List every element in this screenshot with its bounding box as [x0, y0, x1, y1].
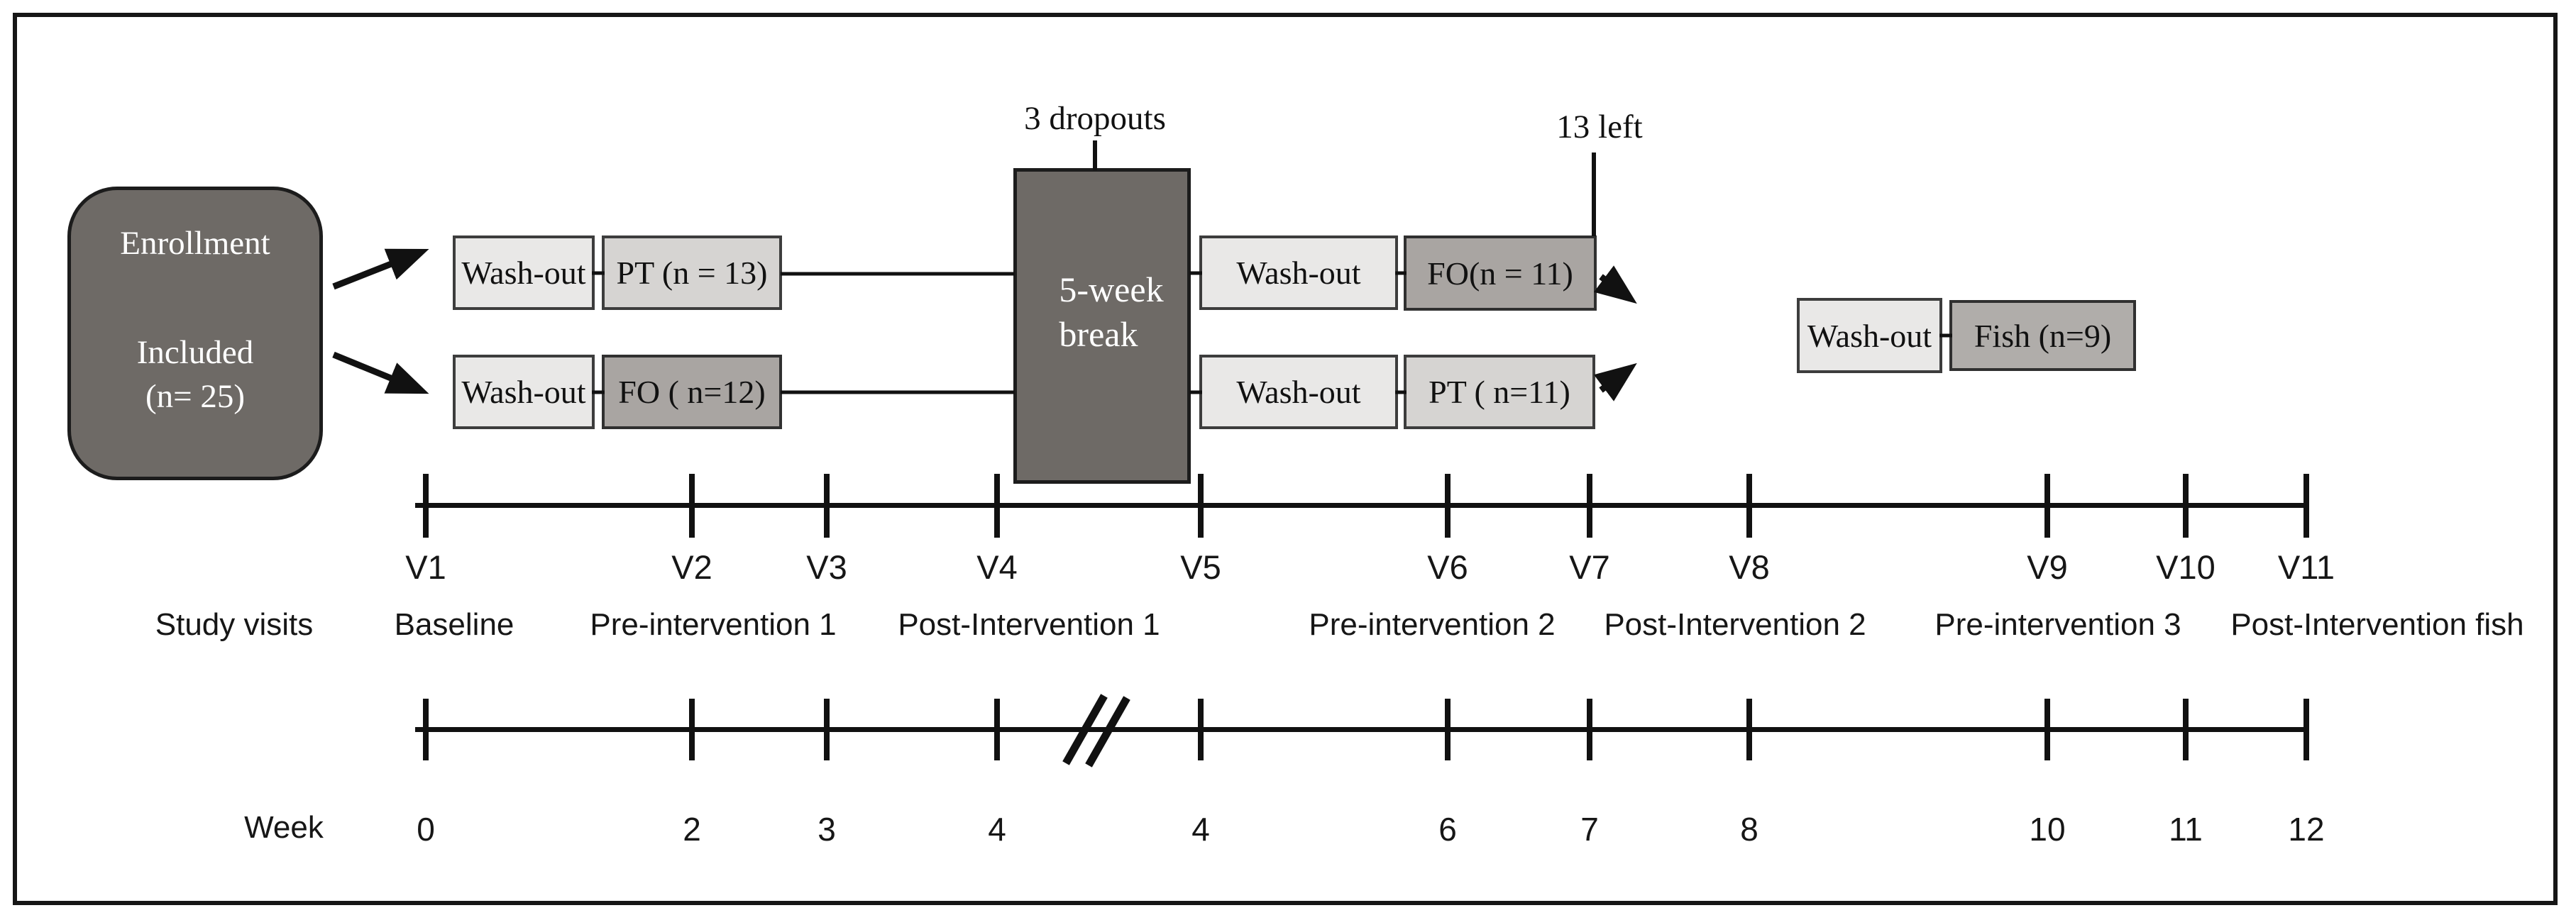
visit-phase-label: Pre-intervention 1 — [590, 607, 837, 642]
visit-phase-label: Baseline — [394, 607, 514, 642]
week-tick-label: 11 — [2169, 811, 2203, 848]
week-tick-label: 4 — [1191, 811, 1210, 848]
visit-tick — [1587, 474, 1592, 538]
week-tick-label: 6 — [1438, 811, 1457, 848]
week-axis-line — [415, 727, 2308, 732]
visit-tick — [994, 474, 1000, 538]
visit-phase-label: Post-Intervention fish — [2230, 607, 2524, 642]
pt11-box: PT ( n=11) — [1404, 355, 1595, 429]
week-tick — [1746, 699, 1752, 760]
washout-box-arm2-period2: Wash-out — [1199, 355, 1398, 429]
visit-tick-label: V11 — [2277, 548, 2335, 586]
pt13-box: PT (n = 13) — [602, 235, 782, 310]
visit-tick-label: V3 — [806, 548, 847, 586]
week-tick — [423, 699, 429, 760]
week-tick — [2044, 699, 2050, 760]
enrollment-included: Included — [136, 334, 254, 371]
enrollment-box: Enrollment Included (n= 25) — [67, 187, 323, 480]
week-tick — [2303, 699, 2309, 760]
week-tick-label: 0 — [417, 811, 435, 848]
visit-tick — [2183, 474, 2189, 538]
fo12-box: FO ( n=12) — [602, 355, 782, 429]
week-tick — [824, 699, 830, 760]
visit-phase-label: Post-Intervention 2 — [1604, 607, 1866, 642]
week-tick-label: 7 — [1580, 811, 1599, 848]
outer-frame — [13, 13, 2558, 905]
remaining-annotation: 13 left — [1556, 109, 1643, 145]
washout-box-arm1-period1: Wash-out — [453, 235, 595, 310]
week-axis-row-label: Week — [244, 810, 324, 845]
week-tick — [1587, 699, 1592, 760]
visit-tick — [824, 474, 830, 538]
visit-tick — [1445, 474, 1451, 538]
visit-tick — [2044, 474, 2050, 538]
week-tick — [1198, 699, 1204, 760]
washout-box-period3: Wash-out — [1797, 298, 1942, 373]
dropouts-annotation: 3 dropouts — [1024, 100, 1166, 137]
week-tick-label: 10 — [2029, 811, 2066, 848]
enrollment-title: Enrollment — [120, 225, 270, 262]
visit-phase-label: Post-Intervention 1 — [898, 607, 1160, 642]
fish9-box: Fish (n=9) — [1949, 300, 2136, 371]
visit-phase-label: Pre-intervention 3 — [1934, 607, 2181, 642]
week-tick — [2183, 699, 2189, 760]
visit-tick-label: V2 — [671, 548, 712, 586]
visit-tick-label: V9 — [2027, 548, 2068, 586]
week-tick-label: 2 — [683, 811, 701, 848]
week-tick-label: 12 — [2288, 811, 2325, 848]
visit-tick-label: V6 — [1427, 548, 1468, 586]
visit-axis-row-label: Study visits — [155, 607, 314, 642]
visit-tick — [2303, 474, 2309, 538]
fo11-box: FO(n = 11) — [1404, 235, 1597, 311]
visit-tick-label: V10 — [2156, 548, 2216, 586]
visit-phase-label: Pre-intervention 2 — [1309, 607, 1556, 642]
week-tick — [1445, 699, 1451, 760]
week-tick — [994, 699, 1000, 760]
week-tick-label: 8 — [1740, 811, 1758, 848]
break-box: 5-week break — [1013, 168, 1191, 484]
week-tick-label: 4 — [988, 811, 1006, 848]
visit-tick — [423, 474, 429, 538]
visit-tick-label: V5 — [1180, 548, 1221, 586]
visit-axis-line — [415, 503, 2308, 508]
visit-tick — [689, 474, 695, 538]
visit-tick-label: V1 — [405, 548, 446, 586]
week-tick-label: 3 — [818, 811, 836, 848]
break-line2: break — [1059, 314, 1138, 354]
enrollment-count: (n= 25) — [145, 378, 246, 415]
washout-box-arm2-period1: Wash-out — [453, 355, 595, 429]
visit-tick — [1198, 474, 1204, 538]
visit-tick-label: V8 — [1729, 548, 1770, 586]
visit-tick — [1746, 474, 1752, 538]
washout-box-arm1-period2: Wash-out — [1199, 235, 1398, 310]
visit-tick-label: V4 — [976, 548, 1018, 586]
break-line1: 5-week — [1059, 270, 1164, 309]
week-tick — [689, 699, 695, 760]
visit-tick-label: V7 — [1569, 548, 1610, 586]
